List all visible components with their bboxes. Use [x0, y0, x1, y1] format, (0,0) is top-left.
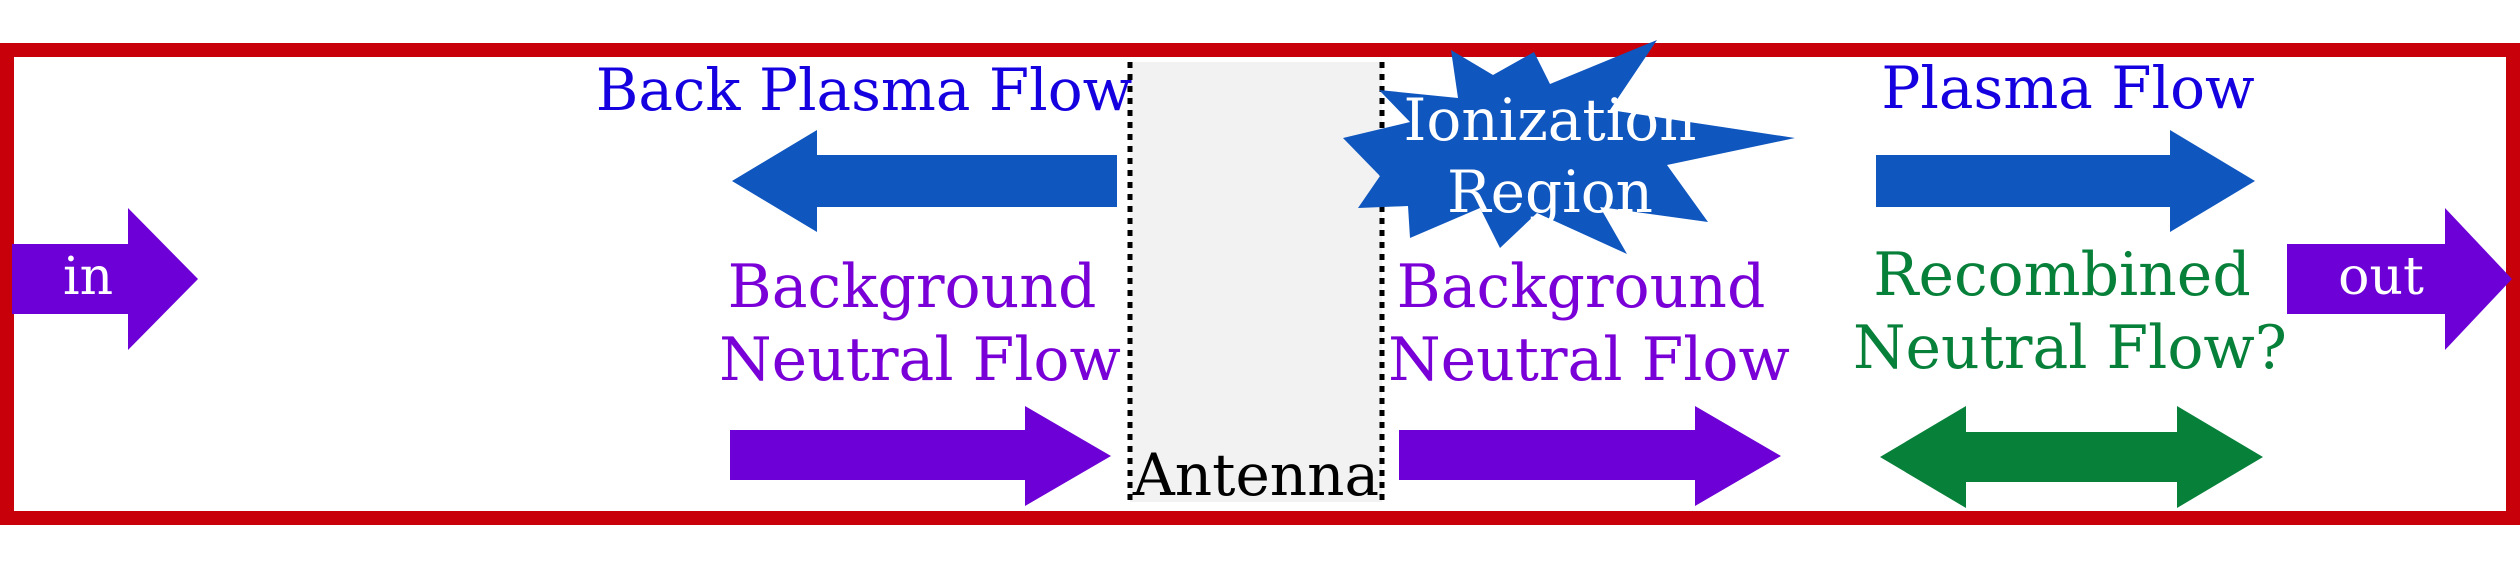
back-plasma-flow-label: Back Plasma Flow	[596, 56, 1133, 124]
ionization-star	[1343, 40, 1795, 254]
bg-neutral-left-label-line1: Background	[728, 252, 1097, 322]
in-label: in	[63, 247, 113, 307]
recombined-label-line2: Neutral Flow?	[1853, 313, 2287, 383]
back-plasma-flow-arrow	[732, 130, 1117, 232]
tube-border	[0, 43, 2520, 525]
recombined-double-arrow	[1880, 406, 2263, 508]
plasma-flow-arrow	[1876, 130, 2255, 232]
recombined-label-line1: Recombined	[1873, 240, 2250, 310]
ionization-label-line2: Region	[1447, 158, 1653, 226]
ionization-label-line1: Ionization	[1403, 86, 1696, 154]
bg-neutral-right-arrow	[1399, 406, 1781, 506]
bg-neutral-right-label-line1: Background	[1397, 252, 1766, 322]
antenna-label: Antenna	[1132, 441, 1379, 509]
bg-neutral-right-label-line2: Neutral Flow	[1388, 325, 1790, 395]
out-arrow	[2287, 208, 2512, 350]
out-label: out	[2338, 247, 2424, 307]
bg-neutral-left-arrow	[730, 406, 1111, 506]
in-arrow	[12, 208, 198, 350]
antenna-region	[1130, 62, 1382, 502]
plasma-flow-label: Plasma Flow	[1881, 54, 2254, 122]
bg-neutral-left-label-line2: Neutral Flow	[719, 325, 1121, 395]
